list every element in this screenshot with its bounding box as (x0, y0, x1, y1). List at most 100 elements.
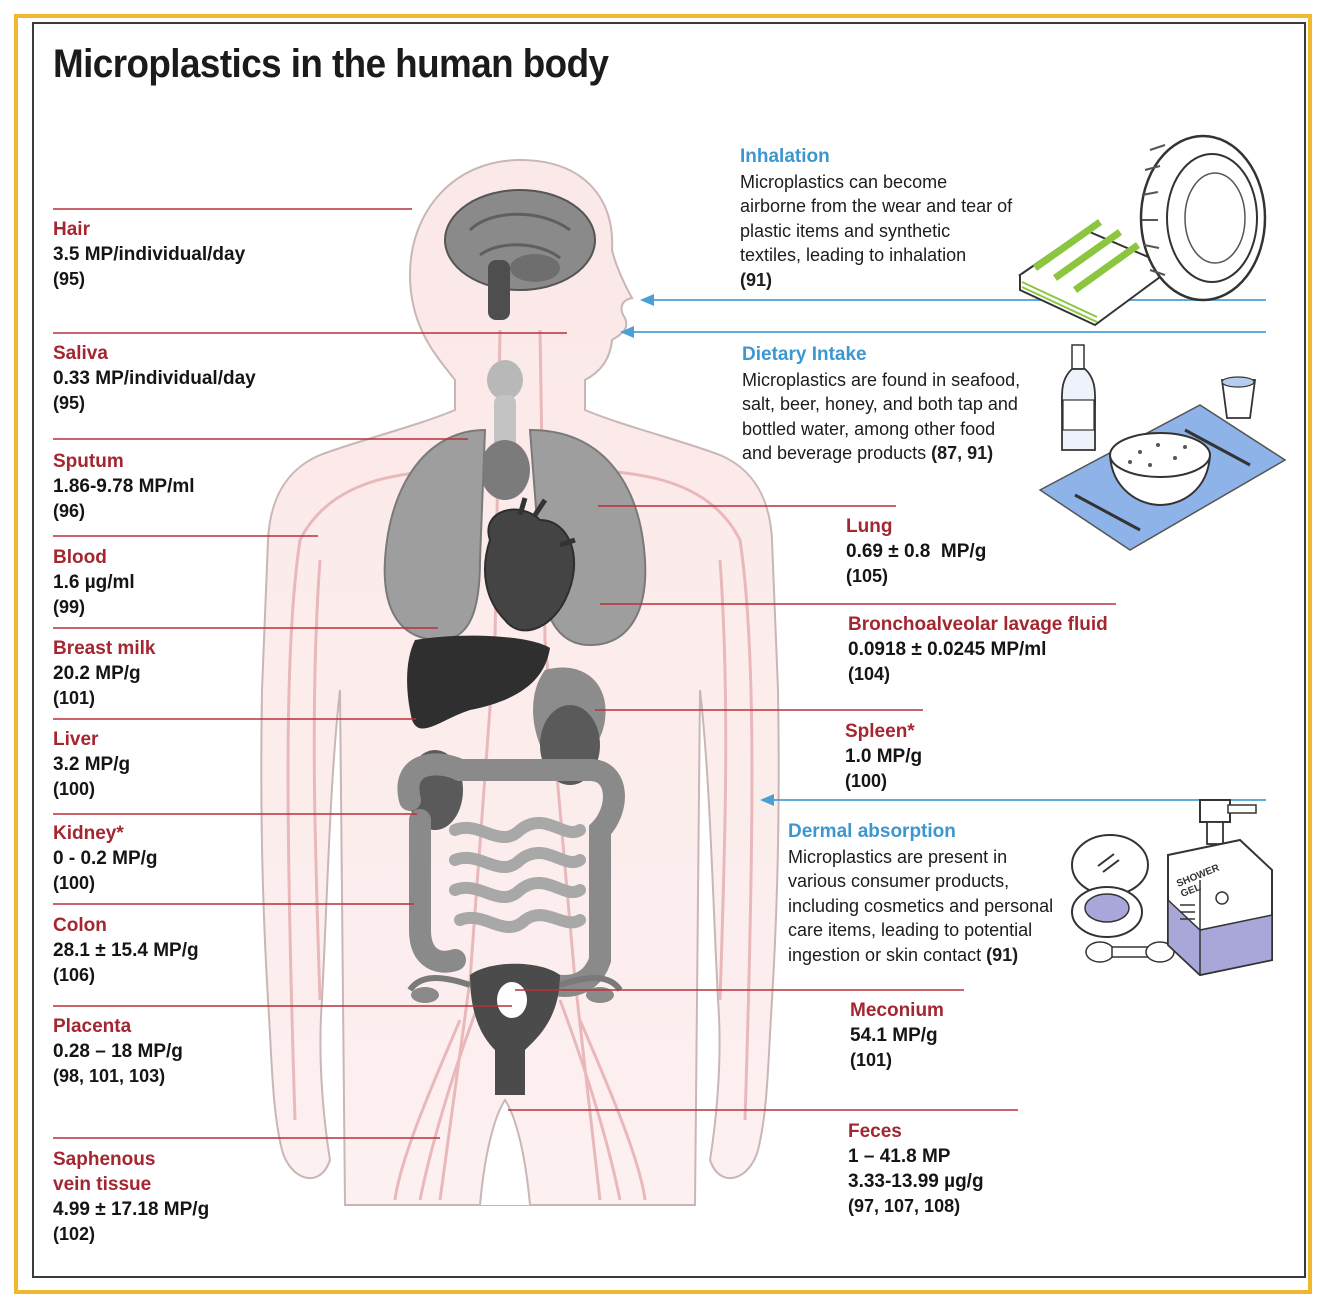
route-ref: (87, 91) (931, 443, 994, 463)
label-value: 1 – 41.8 MP (848, 1146, 951, 1167)
label-name: Colon (53, 915, 107, 936)
label-saliva: Saliva 0.33 MP/individual/day (95) (53, 341, 256, 416)
fork-icon (1074, 493, 1141, 532)
label-ref: (106) (53, 965, 96, 985)
route-text-line: Microplastics can become (740, 171, 948, 192)
label-value: 0 - 0.2 MP/g (53, 848, 158, 869)
route-text-line: Microplastics are present in (788, 846, 1008, 867)
route-arrows (620, 294, 1266, 806)
label-name: Meconium (850, 1000, 944, 1021)
label-ref: (102) (53, 1224, 96, 1244)
label-ref: (105) (846, 566, 889, 586)
route-text-line: various consumer products, (788, 871, 1010, 891)
label-ref: (101) (850, 1050, 893, 1070)
label-sputum: Sputum 1.86-9.78 MP/ml (96) (53, 449, 195, 524)
knife-icon (1184, 428, 1251, 467)
route-dietary: Dietary Intake Microplastics are found i… (742, 343, 1020, 466)
route-ref: (91) (740, 269, 773, 290)
label-value: 0.28 – 18 MP/g (53, 1041, 183, 1062)
label-placenta: Placenta 0.28 – 18 MP/g (98, 101, 103) (53, 1014, 183, 1089)
label-liver: Liver 3.2 MP/g (100) (53, 727, 130, 802)
label-ref: (95) (53, 393, 86, 413)
label-ref: (100) (845, 771, 888, 791)
label-ref: (97, 107, 108) (848, 1196, 961, 1216)
label-kidney: Kidney* 0 - 0.2 MP/g (100) (53, 821, 158, 896)
outer-frame (14, 14, 1312, 1294)
label-name: vein tissue (53, 1174, 152, 1195)
label-hair: Hair 3.5 MP/individual/day (95) (53, 217, 245, 292)
trachea (480, 360, 530, 500)
label-name: Bronchoalveolar lavage fluid (848, 614, 1108, 635)
cup-icon (1220, 376, 1257, 419)
label-value-2: 3.33-13.99 µg/g (848, 1171, 984, 1192)
label-value: 1.86-9.78 MP/ml (53, 476, 195, 497)
label-value: 1.0 MP/g (845, 746, 923, 767)
label-meconium: Meconium 54.1 MP/g (101) (850, 998, 944, 1073)
route-heading: Inhalation (740, 146, 830, 167)
bottle-icon (1060, 344, 1097, 451)
label-value: 1.6 µg/ml (53, 572, 135, 593)
label-spleen: Spleen* 1.0 MP/g (100) (845, 719, 922, 794)
label-value: 20.2 MP/g (53, 663, 141, 684)
label-value: 0.69 ± 0.8 MP/g (846, 541, 987, 562)
label-feces: Feces 1 – 41.8 MP 3.33-13.99 µg/g (97, 1… (848, 1119, 984, 1219)
label-ref: (96) (53, 501, 86, 521)
label-value: 28.1 ± 15.4 MP/g (53, 940, 199, 961)
uterus (407, 963, 623, 1095)
label-ref: (101) (53, 688, 96, 708)
label-name: Saphenous (53, 1149, 156, 1170)
inner-frame (32, 22, 1306, 1278)
label-name: Sputum (53, 451, 124, 472)
label-balf: Bronchoalveolar lavage fluid 0.0918 ± 0.… (848, 612, 1108, 687)
brain (444, 189, 596, 320)
route-text-line-last: and beverage products (87, 91) (742, 443, 994, 463)
page-title: Microplastics in the human body (53, 42, 609, 86)
label-ref: (95) (53, 269, 86, 289)
label-value: 54.1 MP/g (850, 1025, 938, 1046)
intestines (397, 753, 625, 997)
label-ref: (98, 101, 103) (53, 1066, 166, 1086)
label-lung: Lung 0.69 ± 0.8 MP/g (105) (846, 514, 986, 589)
route-text-line-last: ingestion or skin contact (91) (788, 944, 1019, 965)
liver (407, 635, 550, 729)
heart (484, 497, 576, 632)
route-text-line: textiles, leading to inhalation (740, 245, 967, 265)
label-name: Spleen* (845, 721, 915, 742)
label-blood: Blood 1.6 µg/ml (99) (53, 545, 135, 620)
label-ref: (100) (53, 779, 96, 799)
route-heading: Dermal absorption (788, 821, 956, 842)
label-name: Kidney* (53, 823, 124, 844)
label-value: 3.2 MP/g (53, 754, 131, 775)
folded-shirts-icon (1017, 219, 1163, 327)
leader-lines (53, 208, 1116, 1139)
route-ref: (91) (986, 944, 1019, 965)
shower-gel-icon (1167, 799, 1273, 977)
label-value: 0.0918 ± 0.0245 MP/ml (848, 639, 1047, 660)
tire-icon (1139, 134, 1267, 302)
label-name: Hair (53, 219, 90, 240)
route-text-line: care items, leading to potential (788, 920, 1033, 940)
label-ref: (100) (53, 873, 96, 893)
label-breast-milk: Breast milk 20.2 MP/g (101) (53, 636, 155, 711)
route-inhalation: Inhalation Microplastics can become airb… (740, 145, 1012, 292)
label-colon: Colon 28.1 ± 15.4 MP/g (106) (53, 913, 199, 988)
route-dermal: Dermal absorption Microplastics are pres… (788, 820, 1053, 967)
label-ref: (104) (848, 664, 891, 684)
label-value: 0.33 MP/individual/day (53, 368, 256, 389)
route-text-line: including cosmetics and personal (788, 895, 1054, 916)
label-ref: (99) (53, 597, 86, 617)
compact-icon (1071, 834, 1149, 938)
label-name: Lung (846, 516, 893, 537)
label-value: 3.5 MP/individual/day (53, 244, 246, 265)
applicator-icon (1085, 941, 1175, 963)
route-text-line: airborne from the wear and tear of (740, 196, 1013, 216)
route-text-line: salt, beer, honey, and both tap and (742, 394, 1018, 414)
route-heading: Dietary Intake (742, 344, 867, 365)
label-saphenous-vein: Saphenous vein tissue 4.99 ± 17.18 MP/g … (53, 1147, 209, 1247)
rice-bowl-icon (1108, 432, 1212, 507)
route-text-line: plastic items and synthetic (740, 220, 951, 241)
label-name: Placenta (53, 1016, 132, 1037)
route-text-line: Microplastics are found in seafood, (742, 369, 1021, 390)
route-text-line: bottled water, among other food (742, 418, 996, 439)
